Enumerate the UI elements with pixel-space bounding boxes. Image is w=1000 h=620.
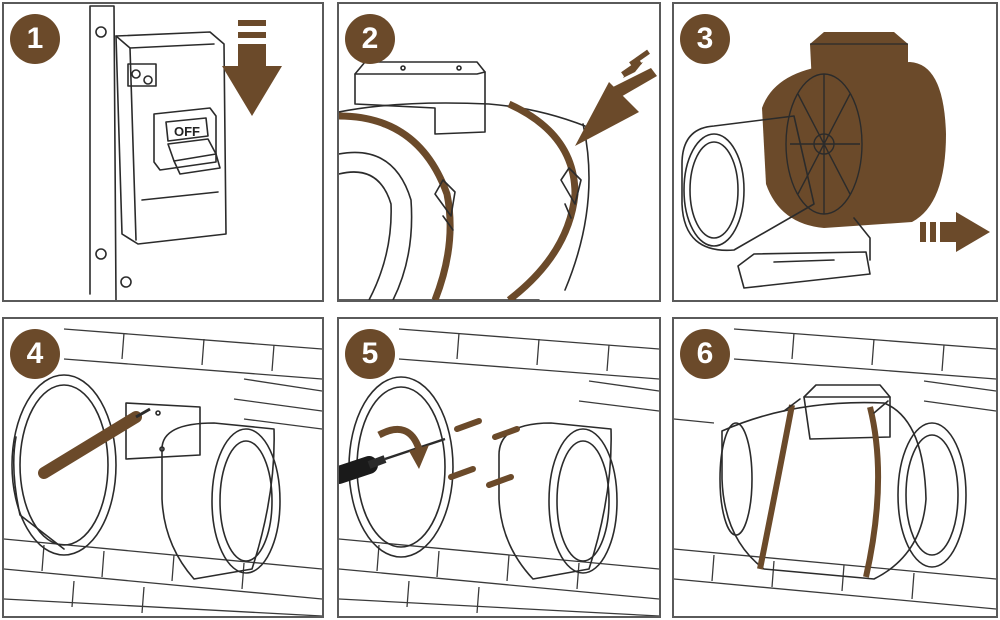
mark-wall-illustration <box>4 328 322 616</box>
step-5-number-badge: 5 <box>345 329 395 379</box>
rotation-arrow-icon <box>377 425 429 469</box>
screw-mounting-illustration <box>339 328 659 616</box>
insert-arrow-icon <box>575 49 657 146</box>
step-2-panel: 2 <box>337 2 661 302</box>
down-arrow-icon <box>222 20 282 116</box>
installed-fan-illustration <box>674 328 996 610</box>
breaker-switch-illustration: OFF <box>89 5 282 300</box>
step-1-number-badge: 1 <box>10 14 60 64</box>
pencil-icon <box>38 407 151 479</box>
step-1-panel: 1 OFF <box>2 2 324 302</box>
screw-icons <box>448 418 520 488</box>
step-4-panel: 4 <box>2 317 324 618</box>
step-3-panel: 3 <box>672 2 998 302</box>
fan-separation-illustration <box>681 32 990 289</box>
step-4-number-badge: 4 <box>10 329 60 379</box>
step-2-number-badge: 2 <box>345 14 395 64</box>
step-5-panel: 5 <box>337 317 661 618</box>
screwdriver-icon <box>339 437 446 484</box>
step-6-number-badge: 6 <box>680 329 730 379</box>
fan-with-brackets-illustration <box>339 49 657 300</box>
step-6-panel: 6 <box>672 317 998 618</box>
right-arrow-icon <box>920 212 990 252</box>
step-3-number-badge: 3 <box>680 14 730 64</box>
off-label: OFF <box>174 124 200 139</box>
